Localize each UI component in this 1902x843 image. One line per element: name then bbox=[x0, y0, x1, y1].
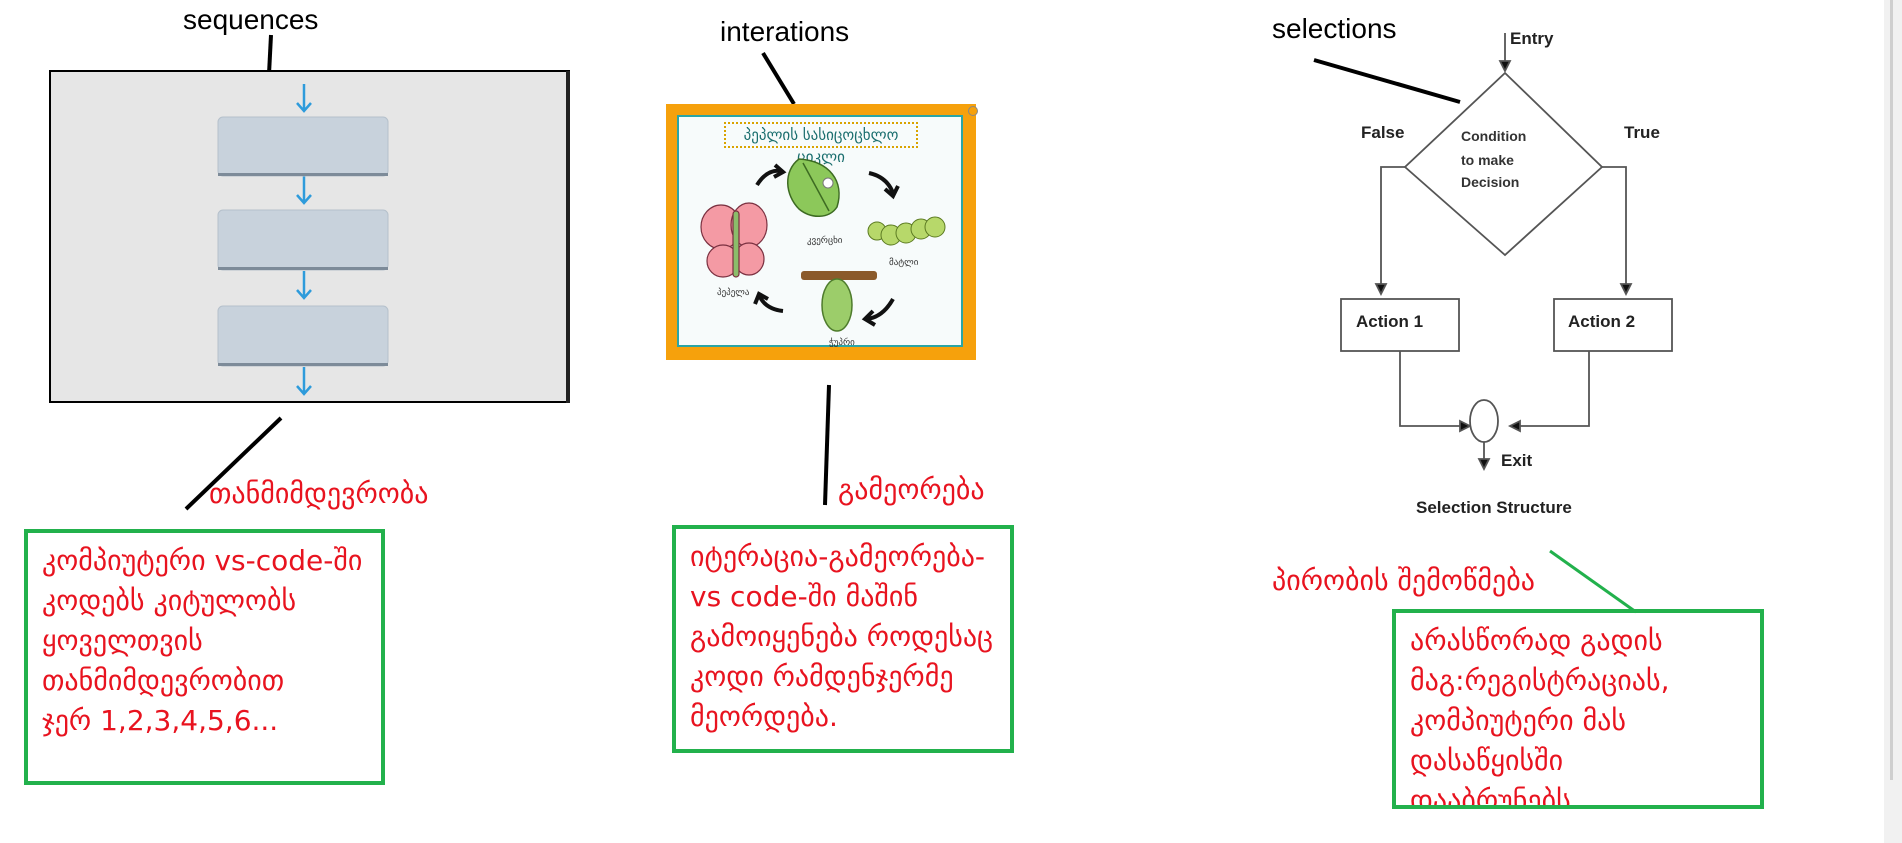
note-sequence-line: ყოველთვის bbox=[42, 624, 203, 657]
note-selection: არასწორად გადის მაგ:რეგისტრაციას, კომპიუ… bbox=[1392, 609, 1764, 809]
lifecycle-stage-egg: კვერცხი bbox=[807, 235, 843, 246]
condition-diamond bbox=[1403, 71, 1604, 257]
note-selection-line: კომპიუტერი მას bbox=[1410, 704, 1626, 737]
sequences-pointer-line bbox=[267, 34, 273, 75]
scrollbar-track[interactable] bbox=[1890, 0, 1893, 780]
flow-caption: Selection Structure bbox=[1416, 498, 1572, 517]
note-selection-line: არასწორად გადის bbox=[1410, 624, 1663, 657]
lifecycle-stage-caterpillar: მატლი bbox=[889, 257, 919, 268]
flow-action2-label: Action 2 bbox=[1568, 312, 1635, 331]
cycle-arrows bbox=[753, 163, 900, 327]
note-iteration: იტერაცია-გამეორება- vs code-ში მაშინ გამ… bbox=[672, 525, 1014, 753]
note-iteration-line: გამოიყენება როდესაც bbox=[690, 620, 994, 653]
leaf-icon bbox=[787, 158, 840, 217]
selection-caption-line bbox=[1549, 549, 1637, 614]
flow-condition-line-3: Decision bbox=[1461, 174, 1519, 190]
interations-pointer-line bbox=[761, 51, 796, 106]
flow-action1-label: Action 1 bbox=[1356, 312, 1423, 331]
lifecycle-stage-chrysalis: ჭუპრი bbox=[829, 337, 855, 347]
caterpillar-icon bbox=[867, 216, 946, 246]
flow-condition-line-2: to make bbox=[1461, 152, 1514, 168]
note-sequence-line: კომპიუტერი vs-code-ში bbox=[42, 544, 363, 577]
flow-true-label: True bbox=[1624, 123, 1660, 142]
lifecycle-inner: პეპლის სასიცოცხლო ციკლი bbox=[677, 115, 963, 347]
iteration-caption-line bbox=[823, 384, 831, 506]
label-interations: interations bbox=[720, 16, 850, 47]
caption-sequence: თანმიმდევრობა bbox=[209, 477, 429, 510]
sequence-arrows bbox=[296, 84, 312, 396]
action2-box bbox=[1553, 298, 1673, 352]
sequence-diagram bbox=[49, 70, 571, 404]
lifecycle-graphic: კვერცხი მატლი ჭუპრი პეპელა bbox=[700, 158, 946, 347]
lifecycle-title: პეპლის სასიცოცხლო ციკლი bbox=[724, 122, 918, 166]
action1-box bbox=[1340, 298, 1460, 352]
flow-exit-label: Exit bbox=[1501, 451, 1533, 470]
note-iteration-line: მეორდება. bbox=[690, 700, 838, 733]
label-sequences: sequences bbox=[183, 4, 319, 35]
note-iteration-line: იტერაცია-გამეორება- bbox=[690, 540, 986, 573]
flow-condition-line-1: Condition bbox=[1461, 128, 1526, 144]
branch-icon bbox=[801, 271, 877, 280]
flow-false-label: False bbox=[1361, 123, 1404, 142]
vertical-scrollbar[interactable] bbox=[1884, 0, 1902, 843]
lifecycle-stage-butterfly: პეპელა bbox=[717, 287, 750, 298]
lifecycle-image: პეპლის სასიცოცხლო ციკლი bbox=[666, 104, 978, 360]
note-sequence-line: თანმიმდევრობით bbox=[42, 664, 285, 697]
caption-selection: პირობის შემოწმება bbox=[1272, 564, 1535, 597]
chrysalis-icon bbox=[821, 278, 853, 332]
sequence-diagram-graphic bbox=[49, 70, 570, 403]
caption-iteration: გამეორება bbox=[838, 473, 985, 506]
sequence-caption-line bbox=[184, 416, 283, 511]
note-sequence: კომპიუტერი vs-code-ში კოდებს კიტულობს ყო… bbox=[24, 529, 385, 785]
note-selection-line: დააბრუნებს bbox=[1410, 784, 1571, 809]
sequence-steps bbox=[217, 116, 389, 367]
note-iteration-line: vs code-ში მაშინ bbox=[690, 580, 919, 613]
note-sequence-line: ჯერ 1,2,3,4,5,6... bbox=[42, 704, 279, 737]
selection-flowchart: Entry False True Condition to make Decis… bbox=[1340, 29, 1673, 517]
note-sequence-line: კოდებს კიტულობს bbox=[42, 584, 297, 617]
butterfly-icon bbox=[700, 202, 768, 278]
note-selection-line: დასაწყისში bbox=[1410, 744, 1564, 777]
note-selection-line: მაგ:რეგისტრაციას, bbox=[1410, 664, 1670, 697]
label-selections: selections bbox=[1272, 13, 1397, 44]
lifecycle-corner-dot bbox=[968, 106, 978, 116]
note-iteration-line: კოდი რამდენჯერმე bbox=[690, 660, 954, 693]
selections-pointer-line bbox=[1313, 58, 1461, 104]
exit-node bbox=[1469, 399, 1499, 443]
flow-entry-label: Entry bbox=[1510, 29, 1554, 48]
